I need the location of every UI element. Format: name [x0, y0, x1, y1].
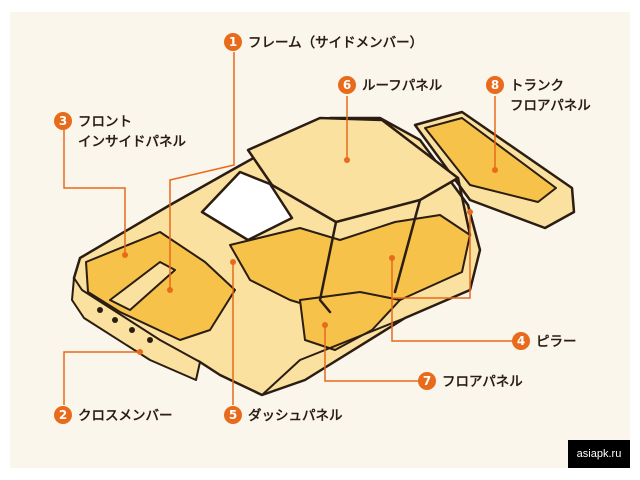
- leader-dot-5: [230, 259, 236, 265]
- callout-floor-panel: 7 フロアパネル: [418, 372, 523, 392]
- bolt-2: [112, 317, 118, 323]
- callout-roof-panel: 6 ルーフパネル: [338, 76, 442, 96]
- bolt-3: [129, 327, 135, 333]
- watermark: asiapk.ru: [568, 440, 630, 468]
- callout-pillar: 4 ピラー: [512, 332, 577, 352]
- callout-number: 3: [54, 112, 72, 130]
- callout-trunk-floor-panel: 8 トランク フロアパネル: [486, 76, 591, 116]
- bolt-1: [97, 307, 103, 313]
- leader-dot-2: [137, 349, 143, 355]
- callout-number: 5: [224, 406, 242, 424]
- callout-label: フロント インサイドパネル: [78, 112, 186, 152]
- callout-label: ダッシュパネル: [248, 406, 343, 426]
- callout-label: ルーフパネル: [362, 76, 442, 96]
- callout-label: フレーム（サイドメンバー）: [248, 33, 423, 53]
- callout-number: 8: [486, 76, 504, 94]
- callout-number: 1: [224, 33, 242, 51]
- leader-dot-6: [344, 157, 350, 163]
- callout-label: フロアパネル: [442, 372, 523, 392]
- callout-cross-member: 2 クロスメンバー: [54, 406, 173, 426]
- callout-number: 6: [338, 76, 356, 94]
- callout-dash-panel: 5 ダッシュパネル: [224, 406, 343, 426]
- callout-number: 4: [512, 332, 530, 350]
- callout-label: クロスメンバー: [78, 406, 173, 426]
- callout-number: 2: [54, 406, 72, 424]
- leader-dot-7: [322, 322, 328, 328]
- callout-front-inside-panel: 3 フロント インサイドパネル: [54, 112, 186, 152]
- bolt-4: [147, 337, 153, 343]
- callout-label: ピラー: [536, 332, 577, 352]
- leader-dot-8: [492, 167, 498, 173]
- callout-number: 7: [418, 372, 436, 390]
- leader-2: [64, 352, 140, 405]
- leader-dot-4: [389, 255, 395, 261]
- callout-label: トランク フロアパネル: [510, 76, 591, 116]
- leader-dot-1: [167, 287, 173, 293]
- leader-dot-4b: [467, 209, 473, 215]
- leader-dot-3: [122, 252, 128, 258]
- callout-frame: 1 フレーム（サイドメンバー）: [224, 33, 423, 53]
